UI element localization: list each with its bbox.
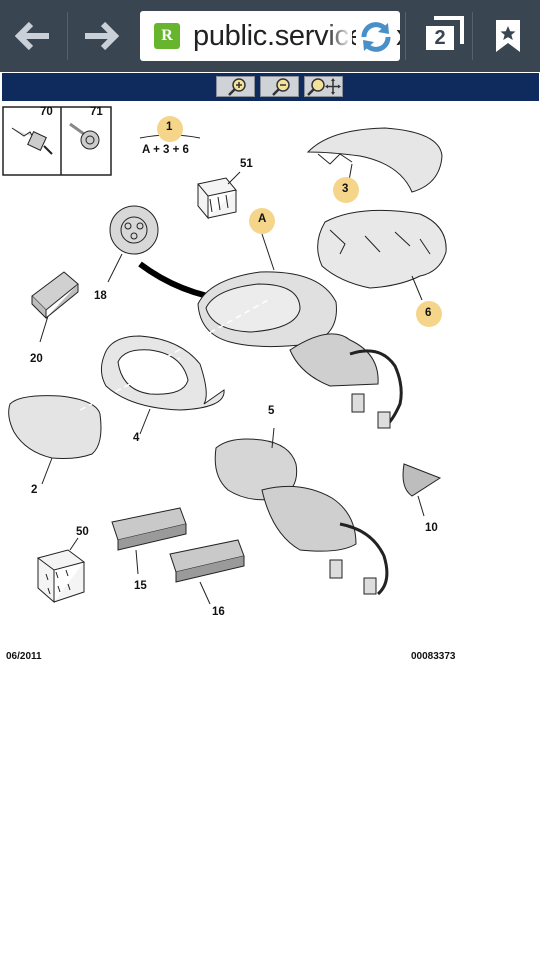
assembly-label[interactable]: A: [258, 213, 267, 225]
pan-zoom-button[interactable]: [304, 76, 343, 97]
zoom-in-icon: [228, 78, 246, 96]
url-fade: [326, 11, 352, 61]
zoom-toolbar: [2, 73, 539, 101]
tab-count: 2: [426, 26, 454, 50]
part-label-16[interactable]: 16: [212, 606, 225, 618]
exploded-view-drawing: [2, 106, 447, 605]
back-button[interactable]: [8, 10, 58, 62]
screw-label-70[interactable]: 70: [40, 106, 53, 118]
diagram-date: 06/2011: [6, 651, 42, 662]
screw-label-71[interactable]: 71: [90, 106, 103, 118]
part-label-18[interactable]: 18: [94, 290, 107, 302]
bookmark-star-icon: [496, 20, 520, 52]
part-label-6[interactable]: 6: [425, 307, 432, 319]
browser-toolbar: R public.servicebox.peugeot.com 2: [0, 0, 540, 72]
forward-button[interactable]: [76, 10, 126, 62]
site-favicon: R: [154, 23, 180, 49]
part-label-20[interactable]: 20: [30, 353, 43, 365]
zoom-in-button[interactable]: [216, 76, 255, 97]
bookmark-button[interactable]: [484, 12, 532, 60]
part-label-3[interactable]: 3: [342, 183, 349, 195]
part-label-10[interactable]: 10: [425, 522, 438, 534]
part-label-50[interactable]: 50: [76, 526, 89, 538]
toolbar-divider: [405, 12, 406, 60]
tabs-icon: [434, 16, 464, 44]
toolbar-divider: [472, 12, 473, 60]
part-label-15[interactable]: 15: [134, 580, 147, 592]
formula-text: A + 3 + 6: [142, 144, 189, 156]
zoom-out-button[interactable]: [260, 76, 299, 97]
diagram-reference: 00083373: [411, 651, 456, 662]
formula-number[interactable]: 1: [166, 121, 173, 133]
part-label-4[interactable]: 4: [133, 432, 140, 444]
part-label-2[interactable]: 2: [31, 484, 38, 496]
part-3-highlight: [333, 177, 359, 203]
toolbar-divider: [67, 12, 68, 60]
assembly-highlight: [249, 208, 275, 234]
reload-icon: [361, 22, 391, 52]
zoom-out-icon: [272, 78, 290, 96]
parts-diagram: 70 71 1 A + 3 + 6 A 51 3 6 18 20 4 2 5 1…: [0, 104, 470, 670]
part-label-5[interactable]: 5: [268, 405, 275, 417]
part-6-highlight: [416, 301, 442, 327]
reload-button[interactable]: [356, 17, 396, 57]
forward-arrow-icon: [85, 22, 119, 50]
part-label-51[interactable]: 51: [240, 158, 253, 170]
tabs-button[interactable]: 2: [418, 14, 466, 58]
pan-zoom-icon: [307, 78, 341, 96]
back-arrow-icon: [15, 22, 49, 50]
formula-highlight: [157, 116, 183, 142]
address-bar[interactable]: R public.servicebox.peugeot.com: [140, 11, 400, 61]
